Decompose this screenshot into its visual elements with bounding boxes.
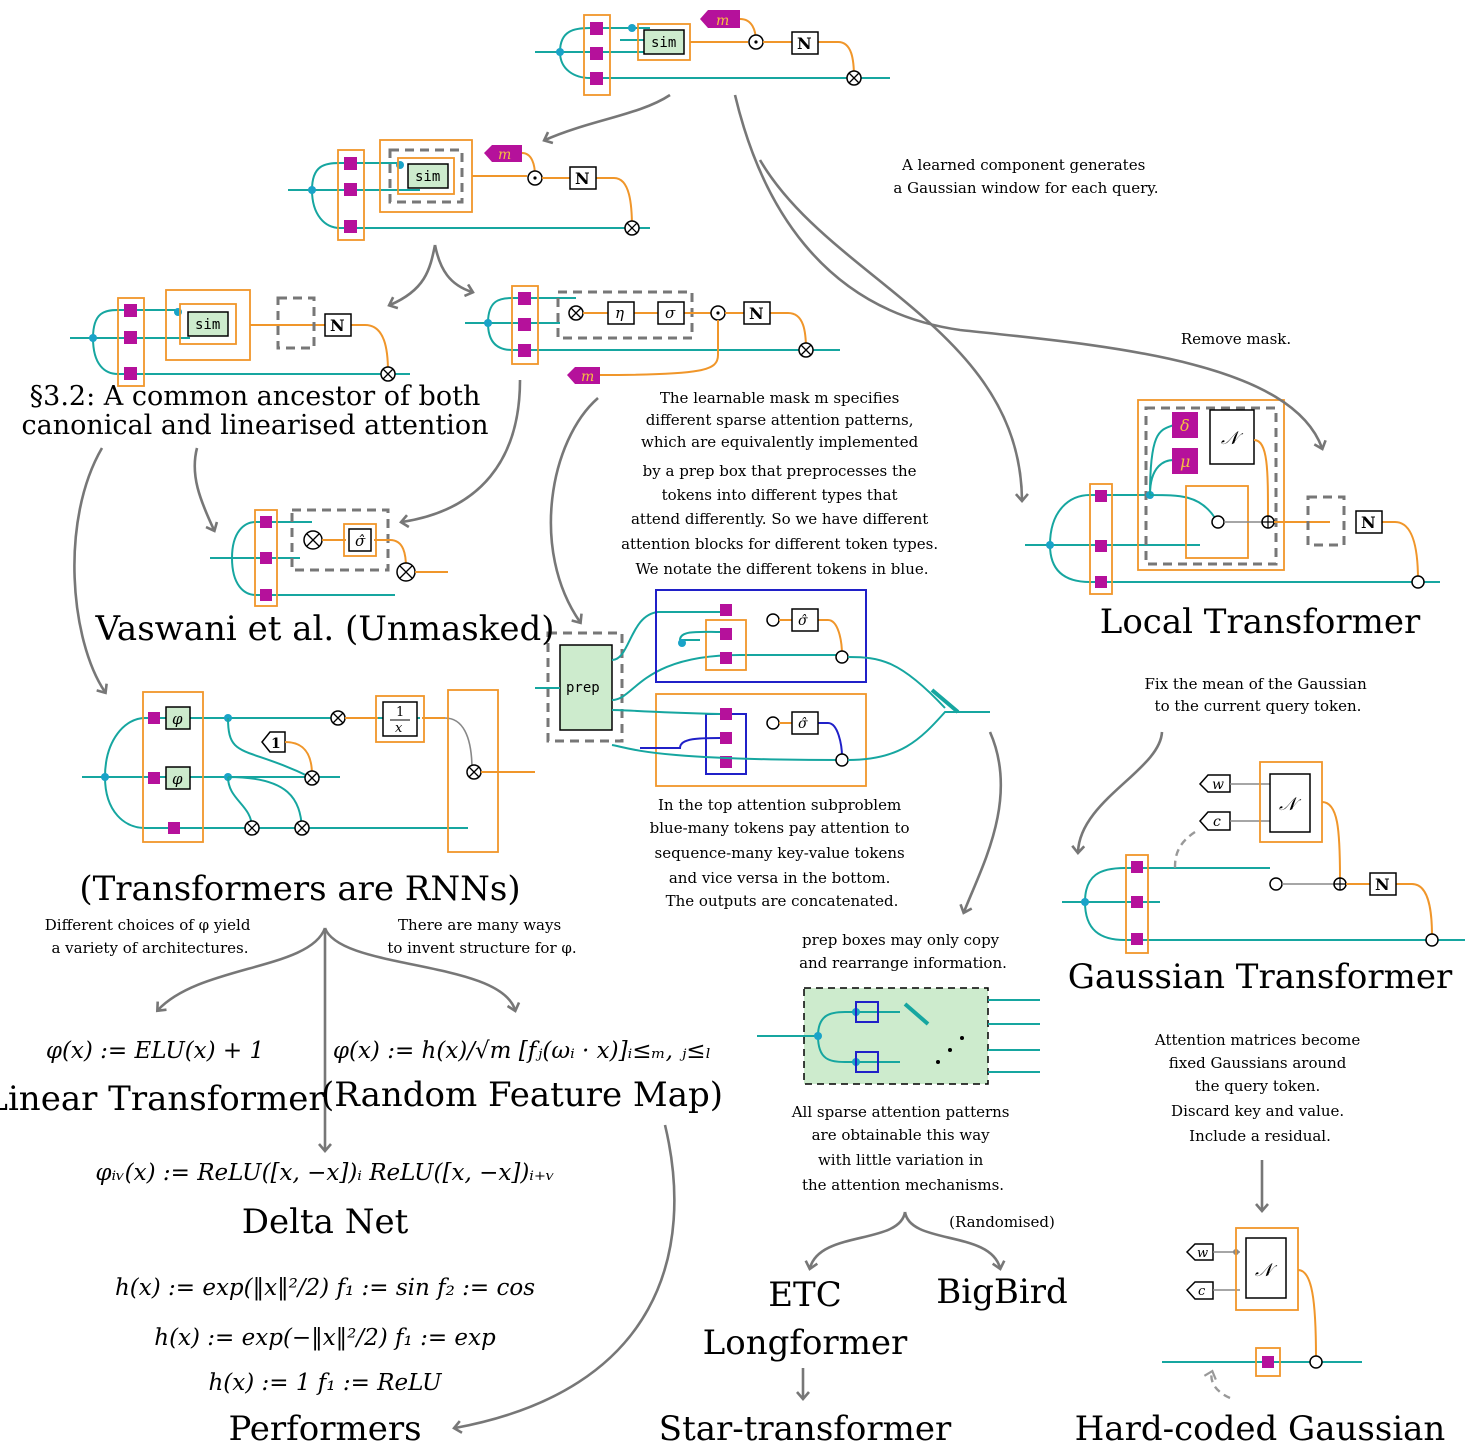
phi-box: φ: [172, 710, 183, 728]
note-randomised: (Randomised): [949, 1213, 1055, 1231]
mask-tag: m: [498, 147, 511, 163]
sigma-box: σ: [665, 304, 676, 322]
title-vaswani: Vaswani et al. (Unmasked): [95, 609, 555, 649]
diagram-local: δ μ 𝒩 N: [1025, 399, 1440, 595]
note-fixed-gaussians: Attention matrices become fixed Gaussian…: [1154, 1031, 1365, 1145]
delta-param: δ: [1180, 416, 1190, 435]
diagram-gaussian: w c 𝒩 N: [1062, 761, 1465, 954]
eq-perf-3: h(x) := 1 f₁ := ReLU: [208, 1370, 443, 1396]
normalise-box: N: [1361, 513, 1376, 532]
diagram-ancestor: sim N: [70, 289, 410, 387]
prep-box: prep: [566, 680, 600, 696]
diagram-prep-box: [757, 987, 1040, 1085]
softmax-box: σ̂: [798, 716, 808, 732]
phi-box: φ: [172, 770, 183, 788]
normalise-box: N: [749, 304, 764, 323]
diagram-eta-sigma: η σ m N: [465, 285, 840, 385]
sim-label: sim: [415, 169, 440, 185]
w-param: w: [1197, 1246, 1208, 1261]
inverse-num: 1: [396, 705, 404, 720]
title-rnns: (Transformers are RNNs): [79, 869, 520, 909]
title-hard-coded: Hard-coded Gaussian: [1075, 1409, 1446, 1449]
normalise-box: N: [797, 34, 812, 53]
mask-tag: m: [716, 13, 729, 29]
eq-linear: φ(x) := ELU(x) + 1: [46, 1038, 264, 1064]
note-remove-mask: Remove mask.: [1181, 330, 1291, 348]
note-learned-component: A learned component generates a Gaussian…: [893, 156, 1158, 197]
normalise-box: N: [575, 169, 590, 188]
eq-random-feature: φ(x) := h(x)/√m [fⱼ(ωᵢ · x)]ᵢ≤ₘ, ⱼ≤ₗ: [333, 1038, 711, 1064]
diagram-second: sim m N: [288, 139, 650, 241]
c-param: c: [1198, 1284, 1206, 1299]
note-phi-choices: Different choices of φ yield a variety o…: [45, 916, 255, 957]
diagram-hardcoded: w c 𝒩: [1162, 1227, 1362, 1400]
w-param: w: [1212, 777, 1224, 793]
c-param: c: [1213, 814, 1221, 830]
title-random-feature: (Random Feature Map): [321, 1075, 723, 1115]
softmax-box: σ̂: [355, 532, 366, 550]
eq-delta: φᵢᵥ(x) := ReLU([x, −x])ᵢ ReLU([x, −x])ᵢ₊…: [95, 1160, 554, 1186]
inverse-den: x: [395, 721, 403, 736]
sim-label: sim: [651, 35, 676, 51]
title-delta: Delta Net: [242, 1202, 409, 1242]
title-linear: Linear Transformer: [0, 1079, 325, 1119]
note-sparse-patterns: All sparse attention patterns are obtain…: [791, 1103, 1015, 1194]
note-mask-desc: The learnable mask m specifies different…: [621, 389, 943, 578]
notes: A learned component generates a Gaussian…: [45, 156, 1371, 1231]
eq-perf-2: h(x) := exp(−‖x‖²/2) f₁ := exp: [154, 1325, 496, 1351]
title-ancestor-2: canonical and linearised attention: [22, 410, 489, 441]
note-fix-mean: Fix the mean of the Gaussian to the curr…: [1144, 675, 1371, 715]
title-longformer: Longformer: [703, 1323, 908, 1363]
title-bigbird: BigBird: [936, 1272, 1068, 1312]
title-local: Local Transformer: [1100, 602, 1421, 642]
diagram-vaswani: σ̂: [210, 508, 448, 607]
eta-box: η: [615, 304, 624, 322]
mu-param: μ: [1180, 452, 1190, 471]
normalise-box: N: [1375, 875, 1390, 894]
note-prep-boxes: prep boxes may only copy and rearrange i…: [799, 931, 1007, 972]
diagram-top: sim m N: [535, 10, 890, 96]
diagram-prep: prep σ̂ σ̂: [535, 589, 990, 787]
arrows: [73, 93, 1327, 1434]
title-ancestor-1: §3.2: A common ancestor of both: [30, 381, 481, 412]
title-etc: ETC: [768, 1275, 842, 1315]
title-star: Star-transformer: [659, 1409, 952, 1449]
normalise-box: N: [330, 316, 345, 335]
diagram-rnns: φ φ 1 1 x: [82, 689, 535, 853]
titles: §3.2: A common ancestor of both canonica…: [0, 381, 1453, 1449]
note-subproblem: In the top attention subproblem blue-man…: [650, 796, 915, 910]
note-phi-structure: There are many ways to invent structure …: [387, 916, 576, 957]
title-gaussian: Gaussian Transformer: [1068, 957, 1453, 997]
title-performers: Performers: [228, 1409, 421, 1449]
eq-perf-1: h(x) := exp(‖x‖²/2) f₁ := sin f₂ := cos: [115, 1275, 535, 1301]
sim-label: sim: [195, 317, 220, 333]
softmax-box: σ̂: [798, 613, 808, 629]
constant-one: 1: [271, 736, 281, 752]
mask-tag: m: [581, 369, 594, 385]
equations: φ(x) := ELU(x) + 1 φ(x) := h(x)/√m [fⱼ(ω…: [46, 1038, 711, 1396]
